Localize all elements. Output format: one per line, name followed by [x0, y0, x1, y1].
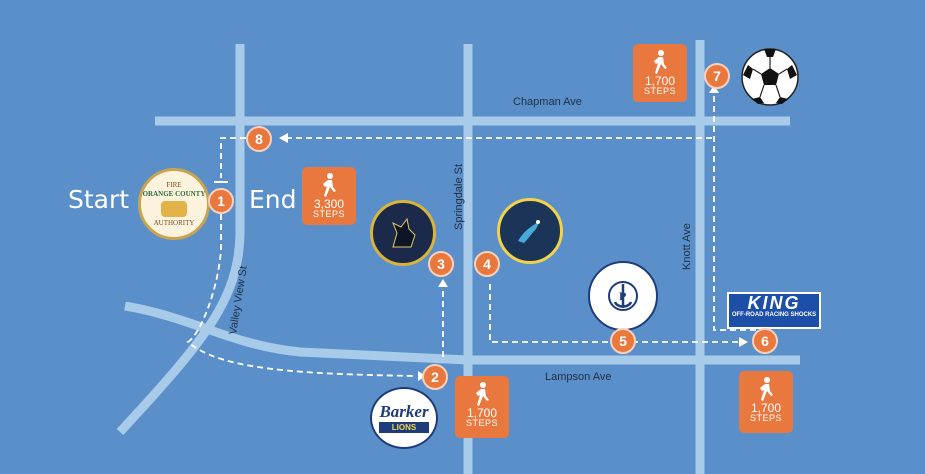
arrow-to-8	[279, 133, 288, 143]
steps-value: 1,700	[750, 401, 782, 415]
street-label-springdale: Springdale St	[453, 164, 465, 230]
road-lampson-ave	[124, 301, 800, 365]
route-segment-4-6	[489, 284, 740, 343]
soccer-ball-icon	[741, 48, 799, 106]
route-marker-4: 4	[474, 251, 500, 277]
end-label: End	[249, 185, 297, 214]
start-label: Start	[68, 185, 130, 214]
steps-unit: STEPS	[643, 86, 676, 96]
route-segment-8-1	[220, 137, 246, 178]
walker-icon	[476, 382, 489, 406]
king-shocks-logo: KING OFF-ROAD RACING SHOCKS	[727, 292, 821, 329]
street-label-chapman: Chapman Ave	[513, 96, 582, 108]
steps-value: 1,700	[466, 406, 498, 420]
route-marker-3: 3	[428, 251, 454, 277]
steps-unit: STEPS	[312, 209, 345, 219]
svg-text:P: P	[619, 289, 626, 303]
route-marker-2: 2	[422, 364, 448, 390]
route-segment-1-2	[186, 214, 417, 377]
steps-unit: STEPS	[465, 418, 498, 428]
street-label-lampson: Lampson Ave	[545, 371, 611, 383]
arrow-to-7	[709, 85, 719, 93]
route-segment-6-7	[713, 92, 756, 331]
steps-box-1700-knott: 1,700 STEPS	[739, 371, 793, 433]
steps-box-1700-springdale: 1,700 STEPS	[455, 376, 509, 438]
steps-value: 1,700	[644, 74, 676, 88]
route-marker-5: 5	[610, 328, 636, 354]
steps-box-3300: 3,300 STEPS	[302, 167, 356, 225]
arrow-to-6	[739, 337, 748, 347]
walker-icon	[760, 377, 773, 401]
school-logo-mustang	[370, 200, 436, 266]
school-logo-barker: Barker LIONS	[370, 387, 438, 449]
route-marker-7: 7	[704, 63, 730, 89]
walker-icon	[323, 173, 336, 197]
route-marker-8: 8	[246, 126, 272, 152]
school-logo-pacifica: P	[588, 261, 658, 331]
fire-authority-logo: FIRE ORANGE COUNTY AUTHORITY	[138, 168, 210, 240]
route-marker-1: 1	[208, 188, 234, 214]
arrow-to-3	[438, 279, 448, 287]
steps-value: 3,300	[313, 197, 345, 211]
street-label-knott: Knott Ave	[681, 223, 693, 270]
route-marker-6: 6	[752, 328, 778, 354]
walker-icon	[654, 50, 667, 74]
steps-unit: STEPS	[749, 413, 782, 423]
road-valley-view-st	[116, 44, 245, 436]
school-logo-roadrunners	[497, 198, 563, 264]
steps-box-1700-top: 1,700 STEPS	[633, 44, 687, 102]
